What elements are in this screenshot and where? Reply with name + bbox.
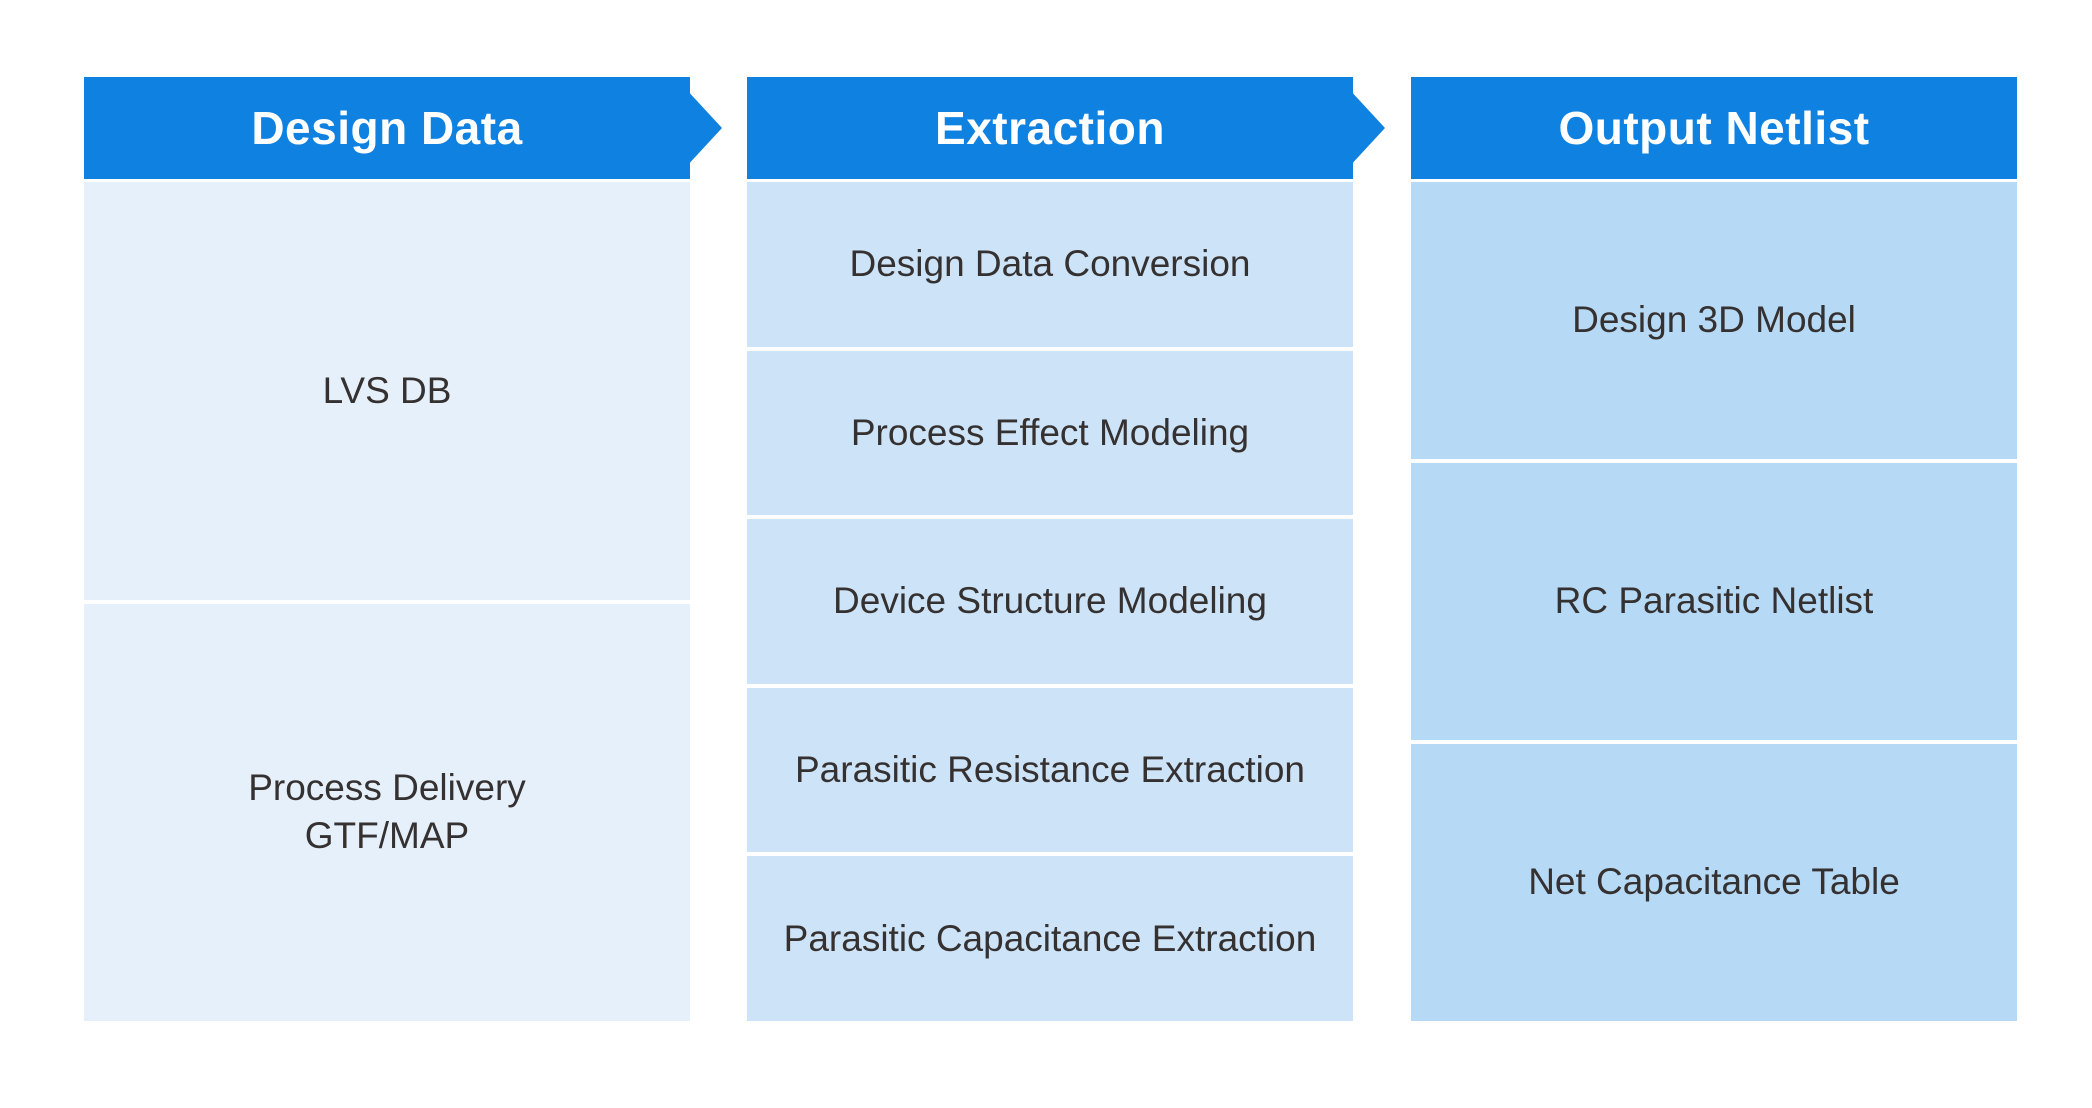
design-data-body: LVS DB Process Delivery GTF/MAP <box>84 182 690 1021</box>
cell-design-data-conversion-label: Design Data Conversion <box>849 243 1251 285</box>
cell-parasitic-resistance-extraction: Parasitic Resistance Extraction <box>747 687 1353 853</box>
cell-parasitic-resistance-extraction-label: Parasitic Resistance Extraction <box>795 749 1305 791</box>
cell-rc-parasitic-netlist-label: RC Parasitic Netlist <box>1554 580 1874 622</box>
cell-lvs-db-label: LVS DB <box>322 369 452 411</box>
cell-device-structure-modeling-label: Device Structure Modeling <box>833 580 1267 622</box>
cell-rc-parasitic-netlist: RC Parasitic Netlist <box>1411 463 2017 740</box>
extraction-body: Design Data Conversion Process Effect Mo… <box>747 182 1353 1021</box>
design-data-header-label: Design Data <box>251 102 523 154</box>
cell-process-effect-modeling: Process Effect Modeling <box>747 350 1353 516</box>
output-netlist-header: Output Netlist <box>1411 77 2017 179</box>
extraction-header-label: Extraction <box>935 102 1165 154</box>
output-netlist-header-label: Output Netlist <box>1558 102 1870 154</box>
cell-design-3d-model: Design 3D Model <box>1411 182 2017 459</box>
design-data-header-arrow: Design Data <box>84 77 722 179</box>
cell-parasitic-capacitance-extraction: Parasitic Capacitance Extraction <box>747 856 1353 1021</box>
column-design-data: Design Data LVS DB Process Delivery GTF/… <box>84 77 690 1021</box>
cell-lvs-db: LVS DB <box>84 182 690 600</box>
column-extraction: Extraction Design Data Conversion Proces… <box>747 77 1353 1021</box>
cell-parasitic-capacitance-extraction-label: Parasitic Capacitance Extraction <box>783 917 1317 959</box>
extraction-header-arrow: Extraction <box>747 77 1385 179</box>
cell-net-capacitance-table: Net Capacitance Table <box>1411 744 2017 1021</box>
cell-design-data-conversion: Design Data Conversion <box>747 182 1353 347</box>
cell-process-delivery-label: Process Delivery GTF/MAP <box>248 767 526 857</box>
cell-device-structure-modeling: Device Structure Modeling <box>747 519 1353 684</box>
cell-net-capacitance-table-label: Net Capacitance Table <box>1528 861 1900 903</box>
cell-design-3d-model-label: Design 3D Model <box>1572 299 1856 341</box>
output-netlist-body: Design 3D Model RC Parasitic Netlist Net… <box>1411 182 2017 1021</box>
cell-process-effect-modeling-label: Process Effect Modeling <box>850 411 1250 453</box>
cell-process-delivery: Process Delivery GTF/MAP <box>84 603 690 1021</box>
column-output-netlist: Output Netlist Design 3D Model RC Parasi… <box>1411 77 2017 1021</box>
